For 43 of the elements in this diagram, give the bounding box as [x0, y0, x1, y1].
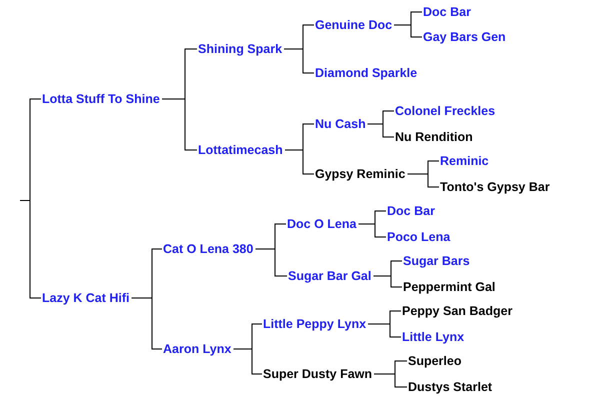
horse-name: Shining Spark [198, 42, 282, 56]
horse-name: Gypsy Reminic [315, 167, 406, 181]
horse-name: Doc Bar [387, 204, 435, 218]
horse-name: Lottatimecash [198, 143, 283, 157]
horse-name: Little Lynx [402, 330, 464, 344]
horse-name: Peppy San Badger [402, 304, 512, 318]
horse-name: Reminic [440, 154, 489, 168]
tree-connector [232, 348, 262, 374]
horse-name: Aaron Lynx [163, 342, 232, 356]
horse-name: Doc O Lena [287, 217, 356, 231]
horse-name: Gay Bars Gen [423, 30, 506, 44]
tree-connector [374, 374, 408, 388]
tree-connector [254, 248, 288, 276]
horse-name: Super Dusty Fawn [263, 367, 372, 381]
tree-connector [372, 276, 402, 288]
horse-name: Peppermint Gal [403, 280, 496, 294]
horse-name: Lotta Stuff To Shine [42, 92, 160, 106]
horse-name: Nu Cash [315, 117, 366, 131]
horse-name: Dustys Starlet [408, 380, 492, 394]
tree-connector [131, 298, 162, 350]
tree-connector [367, 124, 394, 138]
tree-connector [161, 98, 198, 150]
horse-name: Little Peppy Lynx [263, 317, 366, 331]
tree-connector [394, 24, 422, 38]
horse-name: Poco Lena [387, 230, 450, 244]
horse-name: Tonto's Gypsy Bar [440, 180, 550, 194]
horse-name: Lazy K Cat Hifi [42, 291, 130, 305]
horse-name: Doc Bar [423, 5, 471, 19]
horse-name: Superleo [408, 354, 462, 368]
horse-name: Cat O Lena 380 [163, 242, 254, 256]
horse-name: Genuine Doc [315, 18, 392, 32]
horse-name: Nu Rendition [395, 130, 473, 144]
tree-connector [284, 48, 314, 74]
tree-connector [368, 324, 402, 338]
tree-connector [358, 224, 386, 238]
tree-connector [406, 174, 440, 188]
horse-name: Sugar Bars [403, 254, 470, 268]
horse-name: Sugar Bar Gal [288, 269, 372, 283]
horse-name: Diamond Sparkle [315, 66, 418, 80]
tree-connector [284, 150, 314, 174]
horse-name: Colonel Freckles [395, 104, 496, 118]
tree-connector [30, 200, 42, 298]
tree-connector [30, 98, 42, 200]
